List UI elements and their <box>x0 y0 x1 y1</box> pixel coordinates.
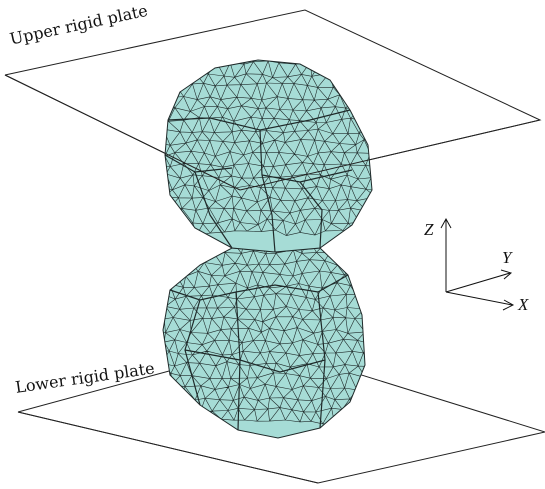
upper-facet-edges <box>164 109 353 253</box>
y-axis-line <box>445 272 511 293</box>
upper-plate-front-edge <box>4 74 241 191</box>
upper-plate-right-edge <box>239 119 541 191</box>
x-axis-arrowhead <box>502 299 515 311</box>
upper-particle <box>164 59 373 253</box>
coordinate-axes <box>440 217 515 311</box>
y-axis-arrowhead <box>500 269 513 280</box>
x-axis-line <box>445 291 513 306</box>
lower-particle-body <box>162 247 366 439</box>
lower-plate-front-edge <box>17 411 319 484</box>
z-axis-arrowhead <box>440 217 452 229</box>
y-axis-label: Y <box>502 248 512 267</box>
x-axis-label: X <box>518 295 529 314</box>
z-axis-label: Z <box>424 220 434 239</box>
lower-facet-edges <box>169 274 349 431</box>
lower-particle <box>162 247 366 439</box>
